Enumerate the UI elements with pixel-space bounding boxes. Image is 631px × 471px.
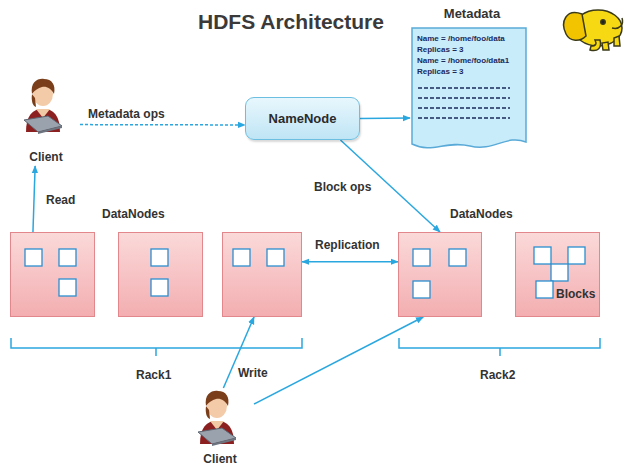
edge-label: Read bbox=[44, 193, 77, 207]
rack-label: Rack1 bbox=[134, 368, 173, 382]
client-icon bbox=[192, 388, 242, 446]
block-square bbox=[534, 247, 551, 264]
namenode-box: NameNode bbox=[245, 97, 360, 140]
block-group bbox=[119, 233, 202, 316]
edge-label: Block ops bbox=[312, 180, 373, 194]
elephant-logo bbox=[564, 10, 623, 51]
group-label: DataNodes bbox=[448, 207, 515, 221]
metadata-entry: Name = /home/foo/data1 bbox=[417, 56, 509, 66]
client-label: Client bbox=[12, 150, 80, 164]
edge-label: Write bbox=[236, 366, 270, 380]
client-icon bbox=[18, 76, 68, 134]
metadata-heading: Metadata bbox=[410, 6, 534, 21]
client-label: Client bbox=[186, 452, 254, 466]
block-square bbox=[233, 249, 250, 266]
datanode-box bbox=[222, 232, 302, 317]
group-label: DataNodes bbox=[100, 207, 167, 221]
connector-arrow bbox=[80, 124, 245, 126]
block-square bbox=[413, 249, 430, 266]
block-square bbox=[267, 249, 284, 266]
rack-label: Rack2 bbox=[478, 368, 517, 382]
datanode-box: Blocks bbox=[515, 232, 600, 317]
connector-arrow bbox=[302, 261, 398, 263]
datanode-box bbox=[118, 232, 203, 317]
diagram-title: HDFS Architecture bbox=[196, 10, 386, 34]
rack-bracket bbox=[11, 338, 600, 356]
datanode-box bbox=[398, 232, 482, 317]
metadata-entry: Replicas = 3 bbox=[417, 45, 463, 55]
block-group bbox=[223, 233, 301, 316]
edge-label: Replication bbox=[313, 238, 382, 252]
client-figure: Client bbox=[12, 76, 80, 166]
block-square bbox=[449, 249, 466, 266]
block-square bbox=[568, 247, 585, 264]
block-square bbox=[151, 279, 168, 296]
block-group bbox=[11, 233, 94, 316]
connector-arrow bbox=[254, 317, 423, 404]
connector-arrow bbox=[33, 166, 35, 232]
connector-arrow bbox=[360, 117, 410, 119]
block-group bbox=[399, 233, 481, 316]
datanode-box bbox=[10, 232, 95, 317]
block-square bbox=[151, 249, 168, 266]
block-square bbox=[59, 249, 76, 266]
namenode-label: NameNode bbox=[269, 111, 337, 126]
edge-label: Metadata ops bbox=[86, 107, 167, 121]
metadata-entry: Replicas = 3 bbox=[417, 67, 463, 77]
block-square bbox=[536, 281, 553, 298]
block-square bbox=[551, 264, 568, 281]
metadata-note: MetadataName = /home/foo/dataReplicas = … bbox=[410, 4, 534, 154]
block-square bbox=[25, 249, 42, 266]
block-square bbox=[413, 281, 430, 298]
blocks-label: Blocks bbox=[556, 287, 595, 301]
client-figure: Client bbox=[186, 388, 254, 468]
block-square bbox=[59, 279, 76, 296]
block-group bbox=[516, 233, 599, 316]
metadata-entry: Name = /home/foo/data bbox=[417, 34, 505, 44]
